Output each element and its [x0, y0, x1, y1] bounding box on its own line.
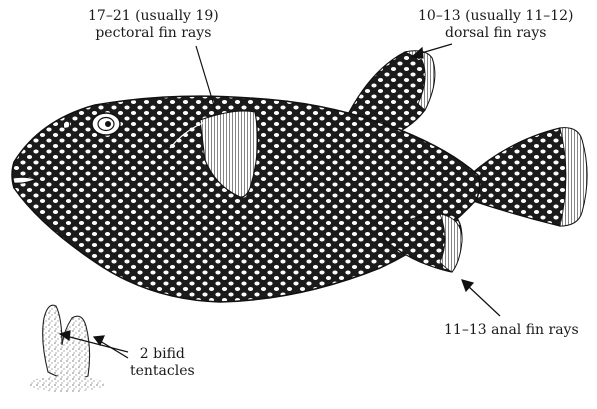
anal-fin-label: 11–13 anal fin rays [444, 322, 579, 339]
dorsal-fin-count: 10–13 (usually 11–12) [418, 8, 574, 25]
dorsal-fin-caption: dorsal fin rays [418, 25, 574, 42]
dorsal-fin-label: 10–13 (usually 11–12) dorsal fin rays [418, 8, 574, 42]
nostril-tentacle [63, 121, 69, 128]
pectoral-fin-count: 17–21 (usually 19) [88, 8, 219, 25]
tentacle-count: 2 bifid [130, 346, 195, 363]
pectoral-fin-label: 17–21 (usually 19) pectoral fin rays [88, 8, 219, 42]
pectoral-fin-caption: pectoral fin rays [88, 25, 219, 42]
tentacle-label: 2 bifid tentacles [130, 346, 195, 380]
tentacle-inset [28, 305, 104, 392]
tentacle-caption: tentacles [130, 363, 195, 380]
